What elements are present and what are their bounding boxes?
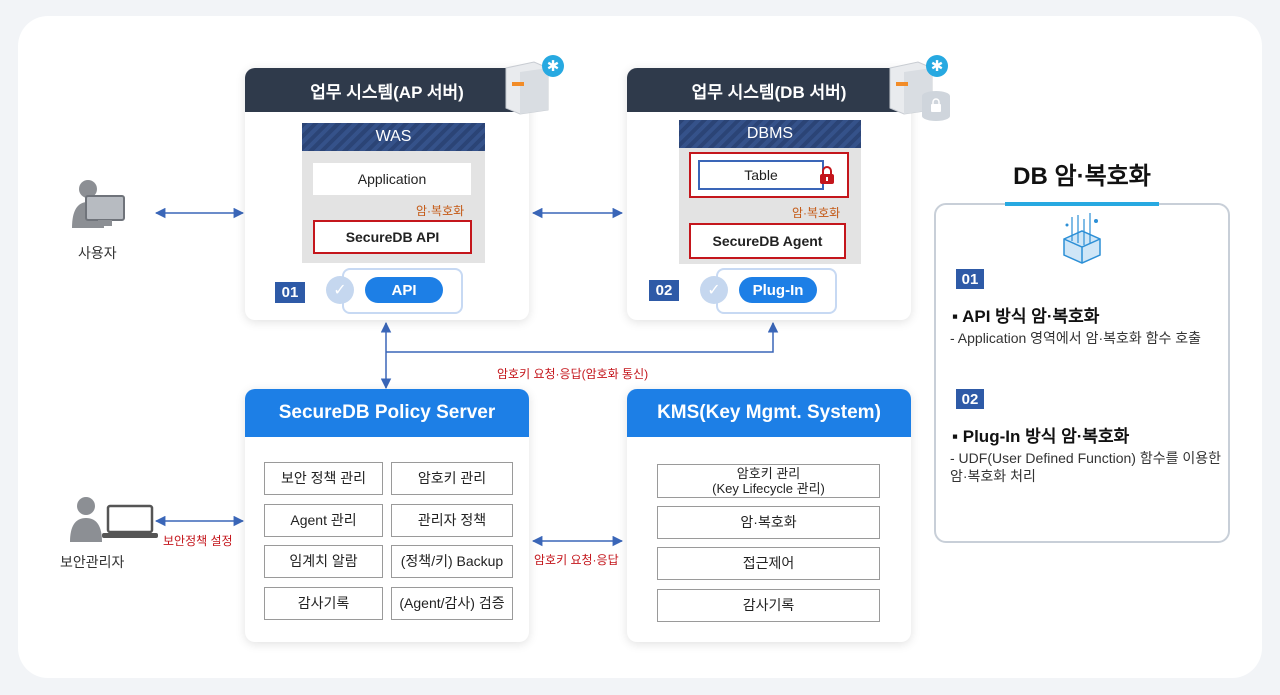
table-box: Table bbox=[698, 160, 824, 190]
plugin-pill: Plug-In bbox=[739, 277, 817, 303]
admin-laptop-icon bbox=[70, 497, 158, 542]
key-request-label: 암호키 요청·응답 bbox=[534, 553, 619, 567]
kms-item: 감사기록 bbox=[657, 589, 880, 622]
was-panel: WAS Application SecureDB API bbox=[302, 123, 485, 263]
explanation-panel: 01 ▪ API 방식 암·복호화 - Application 영역에서 암·복… bbox=[934, 202, 1230, 543]
db-server-title: 업무 시스템(DB 서버) bbox=[627, 68, 911, 112]
lock-icon bbox=[820, 166, 834, 184]
svg-text:✱: ✱ bbox=[931, 57, 944, 75]
panel-step-02: 02 bbox=[956, 389, 984, 409]
dbms-title: DBMS bbox=[679, 120, 861, 148]
policy-setting-label: 보안정책 설정 bbox=[163, 534, 233, 548]
sec2-title: ▪ Plug-In 방식 암·복호화 bbox=[952, 427, 1130, 446]
db-policy-line bbox=[386, 321, 779, 353]
policy-item: (Agent/감사) 검증 bbox=[391, 587, 513, 620]
policy-item: 암호키 관리 bbox=[391, 462, 513, 495]
db-server-card: 업무 시스템(DB 서버) DBMS Table SecureDB Agent … bbox=[627, 68, 911, 320]
ap-server-card: 업무 시스템(AP 서버) WAS Application SecureDB A… bbox=[245, 68, 529, 320]
policy-server-card: SecureDB Policy Server 보안 정책 관리 암호키 관리 A… bbox=[245, 389, 529, 642]
policy-item: 보안 정책 관리 bbox=[264, 462, 383, 495]
was-title: WAS bbox=[302, 123, 485, 151]
step-02-badge: 02 bbox=[649, 280, 679, 301]
application-box: Application bbox=[313, 163, 471, 195]
api-method-wrap: ✓ API bbox=[326, 268, 463, 314]
policy-item: (정책/키) Backup bbox=[391, 545, 513, 578]
heading-underline bbox=[1005, 202, 1159, 206]
policy-item: 감사기록 bbox=[264, 587, 383, 620]
ap-crypto-label: 암·복호화 bbox=[416, 204, 465, 218]
panel-heading: DB 암·복호화 bbox=[1013, 163, 1151, 190]
panel-step-01: 01 bbox=[956, 269, 984, 289]
kms-title: KMS(Key Mgmt. System) bbox=[627, 389, 911, 437]
kms-item: 접근제어 bbox=[657, 547, 880, 580]
policy-item: Agent 관리 bbox=[264, 504, 383, 537]
kms-card: KMS(Key Mgmt. System) 암호키 관리 (Key Lifecy… bbox=[627, 389, 911, 642]
sec1-title: ▪ API 방식 암·복호화 bbox=[952, 307, 1100, 326]
user-label: 사용자 bbox=[78, 245, 117, 261]
policy-server-title: SecureDB Policy Server bbox=[245, 389, 529, 437]
plugin-method-wrap: ✓ Plug-In bbox=[700, 268, 837, 314]
kms-item: 암호키 관리 (Key Lifecycle 관리) bbox=[657, 464, 880, 498]
database-lock-icon: ✱ bbox=[889, 55, 950, 121]
table-outer-box: Table bbox=[689, 152, 849, 198]
kms-item: 암·복호화 bbox=[657, 506, 880, 539]
dbms-panel: DBMS Table SecureDB Agent bbox=[679, 120, 861, 264]
server-icon: ✱ bbox=[505, 55, 564, 115]
data-box-icon bbox=[1063, 213, 1101, 264]
admin-label: 보안관리자 bbox=[60, 554, 125, 570]
check-icon: ✓ bbox=[326, 276, 354, 304]
user-computer-icon bbox=[72, 180, 125, 228]
db-crypto-label: 암·복호화 bbox=[792, 206, 841, 220]
securedb-agent-box: SecureDB Agent bbox=[689, 223, 846, 259]
securedb-api-box: SecureDB API bbox=[313, 220, 472, 254]
svg-text:✱: ✱ bbox=[547, 57, 560, 75]
key-request-comm-label: 암호키 요청·응답(암호화 통신) bbox=[497, 367, 649, 381]
check-icon: ✓ bbox=[700, 276, 728, 304]
policy-item: 임계치 알람 bbox=[264, 545, 383, 578]
api-pill: API bbox=[365, 277, 443, 303]
table-label: Table bbox=[744, 166, 778, 183]
policy-item: 관리자 정책 bbox=[391, 504, 513, 537]
sec1-desc: - Application 영역에서 암·복호화 함수 호출 bbox=[950, 330, 1202, 346]
ap-server-title: 업무 시스템(AP 서버) bbox=[245, 68, 529, 112]
step-01-badge: 01 bbox=[275, 282, 305, 303]
sec2-desc: - UDF(User Defined Function) 함수를 이용한 암·복… bbox=[950, 450, 1221, 484]
